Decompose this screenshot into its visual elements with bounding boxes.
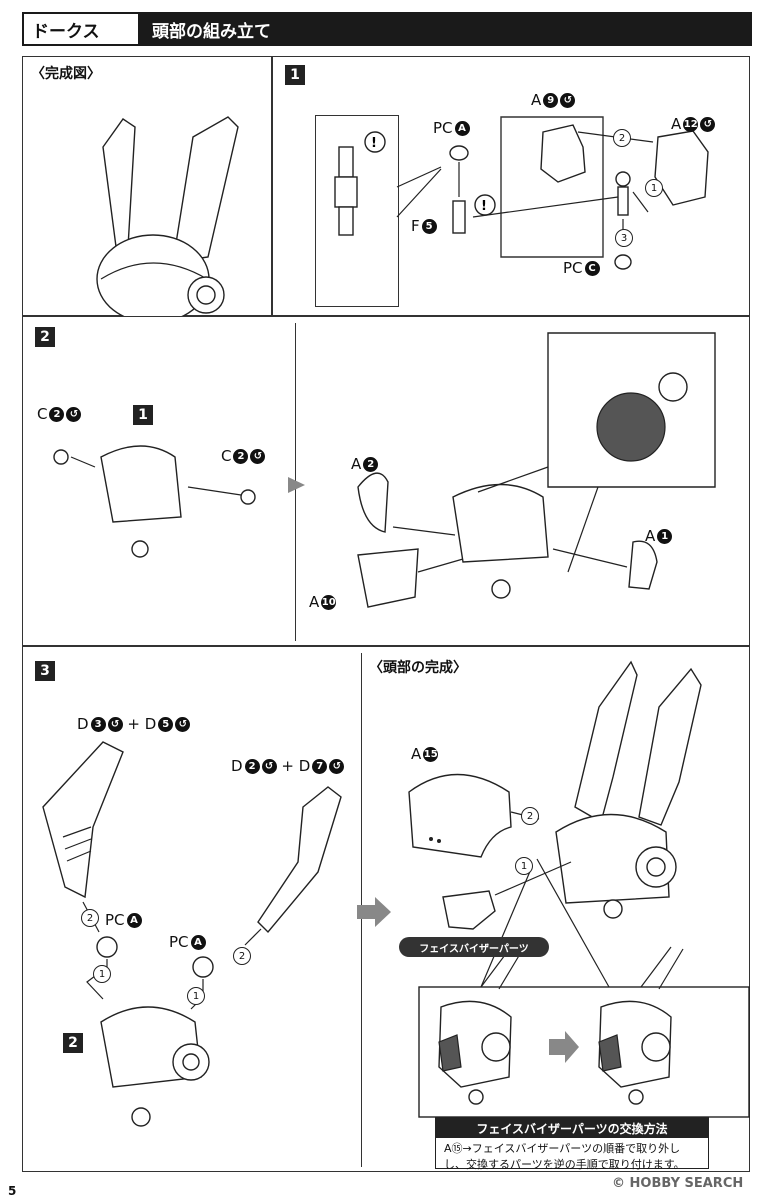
f5-symbol: 5 [421,219,437,234]
a12-gate-icon: ↺ [700,117,716,132]
header-section-name: ドークス [22,12,140,46]
watermark: © HOBBY SEARCH [612,1176,744,1191]
step1-detail-illustration: ! ! [334,116,709,270]
step2-illustration [53,332,716,608]
step3-order-2-left: 2 [81,909,99,927]
svg-text:!: ! [371,136,377,151]
step3-arrow-icon [357,897,391,927]
step2-badge: 2 [35,327,55,347]
a2-symbol: 2 [363,457,379,472]
head-complete-order-1: 1 [515,857,533,875]
step3-inner-ref: 2 [63,1033,83,1053]
step1-order-1: 1 [645,179,663,197]
head-complete-illustration [408,660,750,1118]
c2-right-symbol: 2 [233,449,249,464]
pc-c-symbol: C [584,261,600,276]
c2-left-symbol: 2 [49,407,65,422]
completed-label: 〈完成図〉 [31,66,101,82]
d5-gate-icon: ↺ [175,717,191,732]
head-complete-order-2: 2 [521,807,539,825]
a12-symbol: 12 [683,117,699,132]
pc-a-right-symbol: A [190,935,206,950]
page-number: 5 [8,1184,17,1198]
pc-a-symbol: A [454,121,470,136]
visor-exchange-method-line2: し、交換するパーツを逆の手順で取り付けます。 [444,1158,685,1171]
d2-symbol: 2 [244,759,260,774]
d2-gate-icon: ↺ [261,759,277,774]
a1-symbol: 1 [657,529,673,544]
step3-order-1-left: 1 [93,965,111,983]
d7-gate-icon: ↺ [329,759,345,774]
visor-exchange-method-line1: A⑮→フェイスバイザーパーツの順番で取り外し [444,1142,681,1155]
step1-detail-box [315,115,399,307]
completed-head-illustration [96,116,239,334]
c2-right-gate-icon: ↺ [250,449,266,464]
step1-order-3: 3 [615,229,633,247]
d3-gate-icon: ↺ [107,717,123,732]
step3-ears-illustration [42,741,342,1127]
visor-exchange-method-text: A⑮→フェイスバイザーパーツの順番で取り外し し、交換するパーツを逆の手順で取り… [436,1138,708,1176]
visor-parts-label: フェイスバイザーパーツ [399,937,549,957]
a9-gate-icon: ↺ [560,93,576,108]
visor-exchange-method-box: フェイスバイザーパーツの交換方法 A⑮→フェイスバイザーパーツの順番で取り外し … [435,1117,709,1171]
pc-a-left-symbol: A [126,913,142,928]
step3-order-1-right: 1 [187,987,205,1005]
step1-order-2: 2 [613,129,631,147]
a10-symbol: 10 [321,595,337,610]
header-bar: ドークス 頭部の組み立て [22,12,752,46]
step1-badge: 1 [285,65,305,85]
step3-badge: 3 [35,661,55,681]
d7-symbol: 7 [312,759,328,774]
head-complete-label: 〈頭部の完成〉 [369,660,467,676]
header-title: 頭部の組み立て [152,21,271,42]
a9-symbol: 9 [543,93,559,108]
a15-symbol: 15 [423,747,439,762]
step2-inner-ref: 1 [133,405,153,425]
c2-left-gate-icon: ↺ [66,407,82,422]
step3-order-2-right: 2 [233,947,251,965]
visor-exchange-method-title: フェイスバイザーパーツの交換方法 [436,1118,708,1138]
d3-symbol: 3 [90,717,106,732]
svg-text:!: ! [481,199,487,214]
d5-symbol: 5 [158,717,174,732]
completed-panel: 〈完成図〉 [22,56,272,334]
